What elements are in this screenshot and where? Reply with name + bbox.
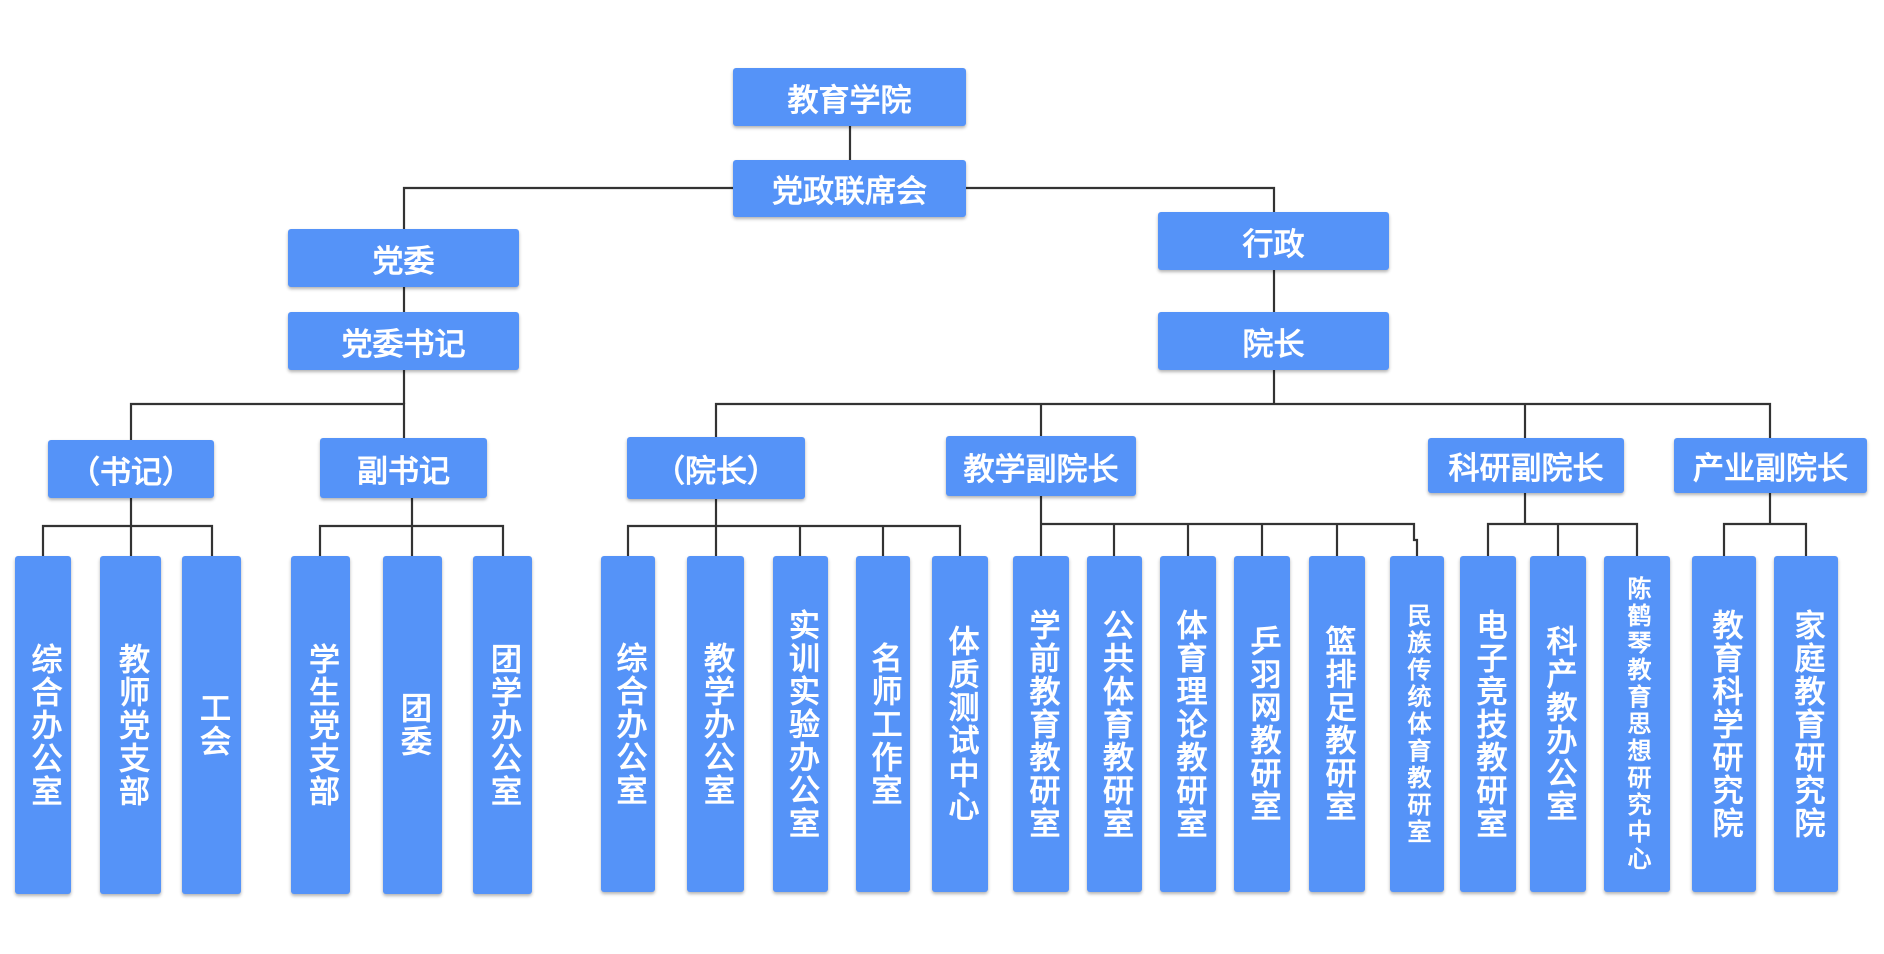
unit-industry-education-office: 科产教办公室	[1530, 556, 1586, 892]
role-deputy-secretary: 副书记	[320, 438, 487, 498]
unit-label: 工会	[194, 692, 230, 758]
joint-meeting-node: 党政联席会	[733, 160, 966, 217]
unit-label: 团委	[395, 692, 431, 758]
unit-label: 乒羽网教研室	[1244, 625, 1281, 823]
unit-training-lab-office: 实训实验办公室	[773, 556, 828, 892]
unit-preschool-education: 学前教育教研室	[1013, 556, 1069, 892]
dean-node: 院长	[1158, 312, 1389, 370]
unit-teaching-office: 教学办公室	[687, 556, 744, 892]
unit-label: 教学办公室	[698, 641, 734, 807]
unit-label: 篮排足教研室	[1319, 625, 1356, 823]
unit-label: 名师工作室	[865, 641, 902, 807]
role-dean: （院长）	[627, 437, 805, 499]
administration-node: 行政	[1158, 212, 1389, 270]
party-committee-node: 党委	[288, 229, 519, 287]
unit-label: 陈鹤琴教育思想研究中心	[1623, 575, 1651, 873]
party-secretary-node: 党委书记	[288, 312, 519, 370]
unit-general-office-party: 综合办公室	[15, 556, 71, 894]
role-industry-vice-dean: 产业副院长	[1674, 438, 1867, 493]
unit-label: 科产教办公室	[1540, 625, 1577, 823]
unit-student-party-branch: 学生党支部	[291, 556, 350, 894]
unit-label: 团学办公室	[485, 642, 521, 808]
unit-racket-sports: 乒羽网教研室	[1234, 556, 1290, 892]
unit-family-education-institute: 家庭教育研究院	[1774, 556, 1838, 892]
unit-label: 实训实验办公室	[783, 608, 819, 840]
unit-master-teacher-studio: 名师工作室	[856, 556, 910, 892]
role-teaching-vice-dean: 教学副院长	[946, 436, 1136, 496]
unit-label: 学前教育教研室	[1023, 608, 1060, 840]
unit-fitness-test-center: 体质测试中心	[932, 556, 988, 892]
unit-education-science-institute: 教育科学研究院	[1692, 556, 1756, 892]
unit-general-office-admin: 综合办公室	[601, 556, 655, 892]
unit-label: 体育理论教研室	[1170, 608, 1207, 840]
unit-label: 体质测试中心	[942, 625, 979, 823]
unit-public-pe: 公共体育教研室	[1087, 556, 1142, 892]
unit-label: 综合办公室	[610, 641, 647, 807]
unit-youth-league: 团委	[383, 556, 442, 894]
unit-league-student-office: 团学办公室	[473, 556, 532, 894]
unit-teacher-party-branch: 教师党支部	[100, 556, 161, 894]
unit-label: 教育科学研究院	[1706, 608, 1743, 840]
unit-chen-heqin-research-center: 陈鹤琴教育思想研究中心	[1604, 556, 1670, 892]
unit-label: 学生党支部	[303, 642, 339, 808]
unit-label: 电子竞技教研室	[1470, 608, 1507, 840]
role-research-vice-dean: 科研副院长	[1428, 438, 1624, 493]
unit-traditional-sports: 民族传统体育教研室	[1390, 556, 1444, 892]
unit-pe-theory: 体育理论教研室	[1160, 556, 1216, 892]
role-secretary: （书记）	[48, 440, 214, 498]
unit-label: 家庭教育研究院	[1788, 608, 1825, 840]
unit-label: 民族传统体育教研室	[1403, 602, 1431, 846]
root-node: 教育学院	[733, 68, 966, 126]
unit-ball-sports: 篮排足教研室	[1309, 556, 1365, 892]
unit-esports: 电子竞技教研室	[1460, 556, 1516, 892]
unit-label: 教师党支部	[113, 642, 149, 808]
unit-label: 公共体育教研室	[1097, 608, 1133, 840]
unit-label: 综合办公室	[25, 642, 62, 808]
unit-labor-union: 工会	[182, 556, 241, 894]
